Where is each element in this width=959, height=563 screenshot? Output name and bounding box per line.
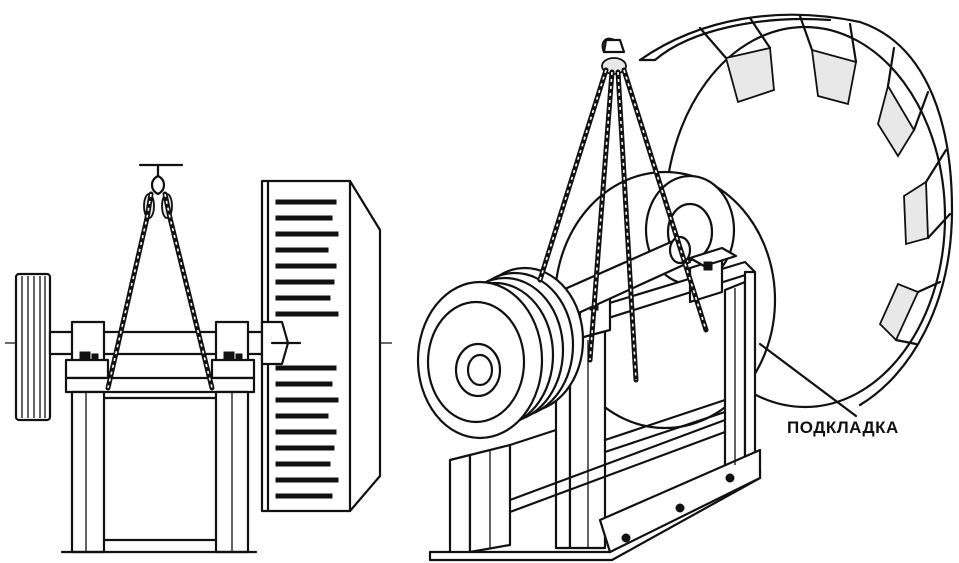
support-frame-side — [60, 376, 258, 554]
pulley-iso — [416, 266, 585, 440]
bearing-right-side — [210, 320, 256, 380]
sling-iso — [537, 37, 709, 383]
small-pulley-side — [14, 272, 52, 422]
side-view — [5, 163, 392, 554]
sling-side — [105, 163, 215, 391]
bearing-left-side — [64, 320, 110, 380]
fan-wheel-side — [260, 179, 382, 513]
leader-line — [758, 342, 858, 418]
packing-pad-label: ПОДКЛАДКА — [787, 418, 899, 437]
isometric-view — [416, 13, 954, 562]
